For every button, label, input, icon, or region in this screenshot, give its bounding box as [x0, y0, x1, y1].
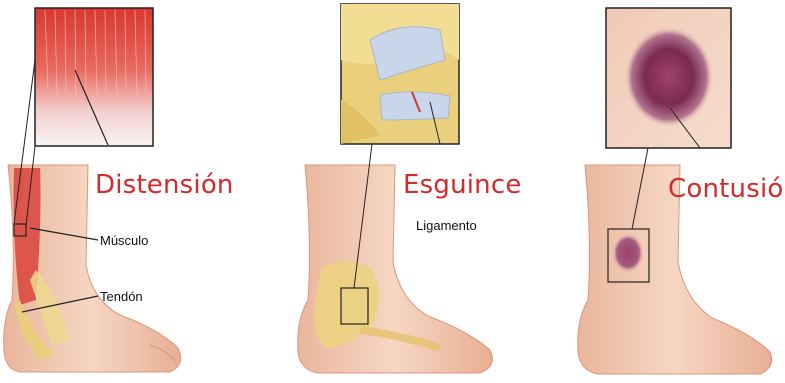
label-ligamento: Ligamento — [416, 218, 477, 233]
label-musculo: Músculo — [100, 233, 148, 248]
title-distension: Distensión — [95, 170, 234, 200]
title-contusion: Contusión — [668, 174, 785, 204]
leg-bruise — [612, 233, 644, 273]
label-tendon: Tendón — [100, 289, 143, 304]
title-esguince: Esguince — [403, 170, 522, 200]
